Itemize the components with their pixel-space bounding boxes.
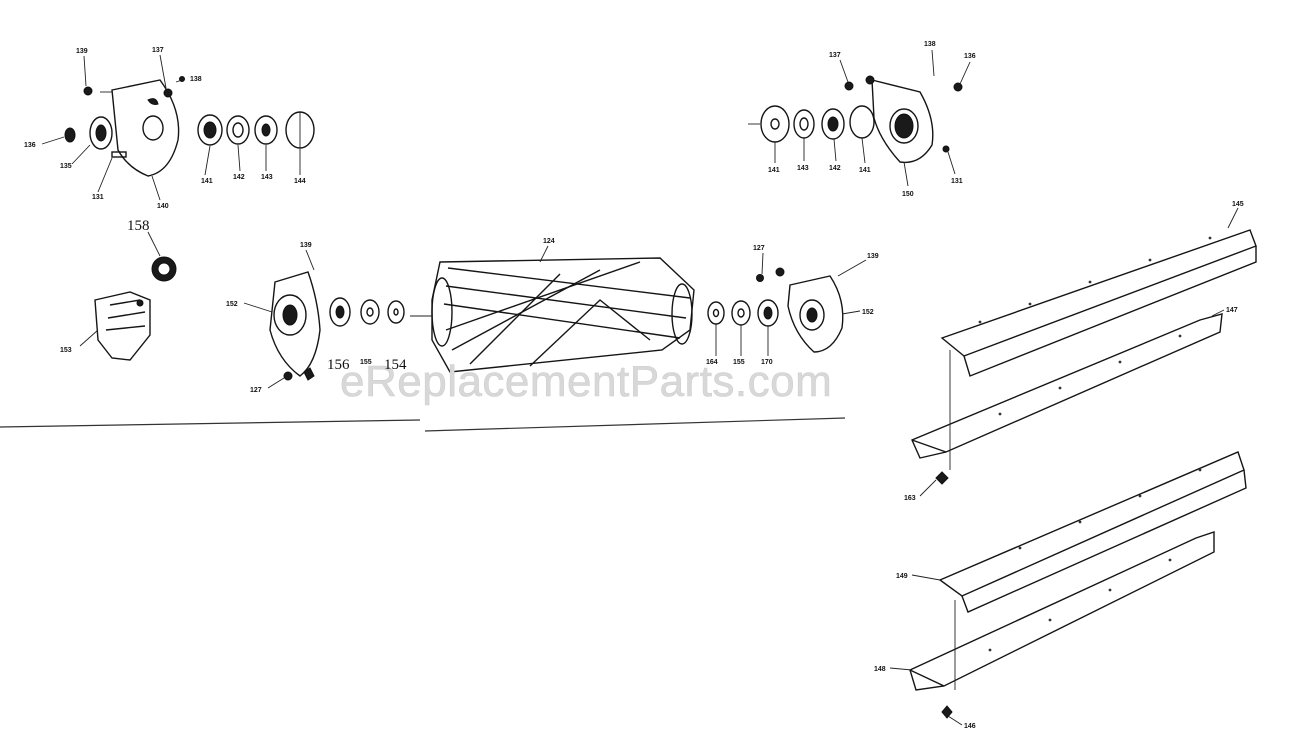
label-158: 158 bbox=[127, 218, 150, 234]
label-153: 153 bbox=[60, 347, 72, 354]
label-141: 141 bbox=[201, 178, 213, 185]
bed-knife-lower bbox=[909, 451, 1247, 719]
reel-assembly bbox=[410, 245, 695, 373]
label-139: 139 bbox=[76, 48, 88, 55]
label-142: 142 bbox=[829, 165, 841, 172]
label-156: 156 bbox=[327, 357, 350, 373]
label-164: 164 bbox=[706, 359, 718, 366]
right-side-plate-assembly bbox=[748, 75, 963, 164]
label-137: 137 bbox=[829, 52, 841, 59]
label-135: 135 bbox=[60, 163, 72, 170]
label-124: 124 bbox=[543, 238, 555, 245]
label-leaders bbox=[41, 49, 1239, 726]
label-155: 155 bbox=[360, 359, 372, 366]
label-143: 143 bbox=[261, 174, 273, 181]
label-152: 152 bbox=[226, 301, 238, 308]
label-147: 147 bbox=[1226, 307, 1238, 314]
label-170: 170 bbox=[761, 359, 773, 366]
label-138: 138 bbox=[190, 76, 202, 83]
label-152: 152 bbox=[862, 309, 874, 316]
divider-right bbox=[424, 417, 846, 432]
label-139: 139 bbox=[867, 253, 879, 260]
label-139: 139 bbox=[300, 242, 312, 249]
callout-labels: 139 137 138 136 135 131 140 141 142 143 … bbox=[24, 41, 1244, 730]
label-140: 140 bbox=[157, 203, 169, 210]
label-127: 127 bbox=[753, 245, 765, 252]
bed-knife-upper bbox=[911, 229, 1257, 485]
label-127: 127 bbox=[250, 387, 262, 394]
label-136: 136 bbox=[964, 53, 976, 60]
label-137: 137 bbox=[152, 47, 164, 54]
lower-left-plate bbox=[269, 271, 405, 381]
label-145: 145 bbox=[1232, 201, 1244, 208]
label-163: 163 bbox=[904, 495, 916, 502]
label-131: 131 bbox=[951, 178, 963, 185]
label-141: 141 bbox=[859, 167, 871, 174]
label-142: 142 bbox=[233, 174, 245, 181]
label-149: 149 bbox=[896, 573, 908, 580]
left-side-plate-assembly bbox=[64, 76, 315, 177]
divider-left bbox=[0, 419, 421, 428]
label-131: 131 bbox=[92, 194, 104, 201]
label-143: 143 bbox=[797, 165, 809, 172]
label-150: 150 bbox=[902, 191, 914, 198]
label-136: 136 bbox=[24, 142, 36, 149]
label-138: 138 bbox=[924, 41, 936, 48]
label-144: 144 bbox=[294, 178, 306, 185]
watermark: eReplacementParts.com bbox=[340, 357, 832, 406]
label-146: 146 bbox=[964, 723, 976, 730]
label-148: 148 bbox=[874, 666, 886, 673]
label-155: 155 bbox=[733, 359, 745, 366]
label-141: 141 bbox=[768, 167, 780, 174]
label-154: 154 bbox=[384, 357, 407, 373]
gear-and-hub bbox=[94, 231, 177, 361]
right-reel-end bbox=[707, 267, 844, 353]
